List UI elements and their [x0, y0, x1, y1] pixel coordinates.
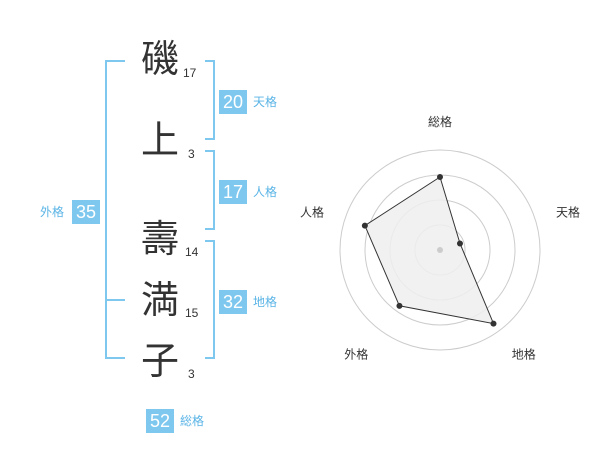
- name-char-5: 子: [141, 339, 180, 383]
- gaikaku-bracket: [105, 60, 125, 359]
- axis-label-chikaku: 地格: [512, 347, 536, 362]
- radar-point: [490, 320, 497, 327]
- name-char-3: 壽: [141, 217, 180, 261]
- axis-label-jinkaku: 人格: [300, 204, 324, 219]
- stroke-count-5: 3: [188, 367, 195, 381]
- radar-point: [361, 222, 368, 229]
- chikaku-label: 地格: [253, 295, 278, 309]
- stroke-count-2: 3: [188, 147, 195, 161]
- chikaku-bracket: [205, 240, 215, 359]
- soukaku-score: 52: [146, 409, 174, 433]
- soukaku-label: 総格: [180, 414, 205, 428]
- stroke-count-4: 15: [185, 306, 199, 320]
- radar-point: [396, 302, 403, 309]
- tenkaku-score: 20: [219, 90, 247, 114]
- gaikaku-score: 35: [72, 200, 100, 224]
- radar-points: [361, 174, 497, 327]
- stroke-count-1: 17: [183, 66, 197, 80]
- tenkaku-bracket: [205, 60, 215, 140]
- stroke-count-3: 14: [185, 245, 199, 259]
- radar-point: [456, 240, 463, 247]
- radar-point: [437, 174, 443, 180]
- jinkaku-bracket: [205, 150, 215, 230]
- axis-label-gaikaku: 外格: [344, 347, 368, 362]
- name-char-2: 上: [141, 118, 180, 162]
- name-char-1: 磯: [141, 37, 180, 81]
- axis-label-soukaku: 総格: [428, 114, 452, 129]
- chikaku-score: 32: [219, 290, 247, 314]
- radar-chart: 総格 天格 地格 外格 人格: [300, 114, 580, 362]
- radar-polygon: [364, 176, 495, 325]
- gaikaku-label: 外格: [40, 205, 65, 219]
- name-char-4: 満: [141, 278, 180, 322]
- jinkaku-label: 人格: [253, 185, 278, 199]
- radar-axis-labels: 総格 天格 地格 外格 人格: [300, 114, 580, 362]
- radar-center-dot: [437, 247, 443, 253]
- tenkaku-label: 天格: [253, 95, 278, 109]
- gaikaku-bracket-tick: [105, 299, 125, 301]
- axis-label-tenkaku: 天格: [556, 204, 580, 219]
- jinkaku-score: 17: [219, 180, 247, 204]
